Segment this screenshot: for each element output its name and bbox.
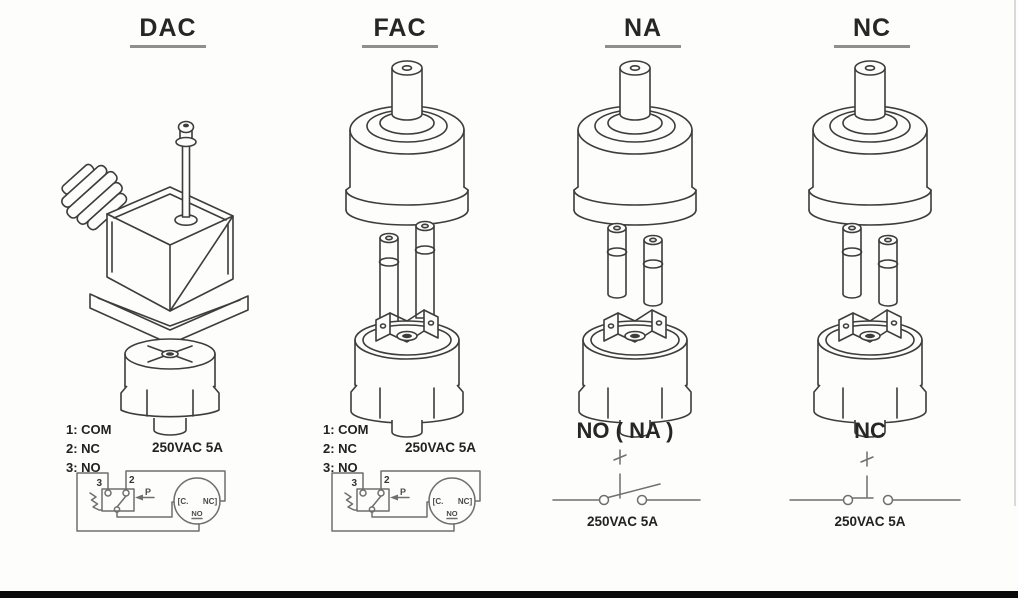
title-dac: DAC bbox=[130, 14, 206, 48]
na-contact-label: NO ( NA ) bbox=[576, 418, 674, 443]
na-sensor-cap-drawing bbox=[573, 60, 697, 226]
right-edge-border bbox=[1014, 0, 1016, 506]
fac-rating: 250VAC 5A bbox=[405, 440, 477, 455]
nc-contact-schematic bbox=[789, 451, 961, 506]
dac-rating: 250VAC 5A bbox=[152, 440, 224, 455]
fac-pressure-label: P bbox=[400, 487, 406, 497]
dac-terminal-3-label: 3 bbox=[96, 478, 102, 489]
fac-connector-nc-label: NC] bbox=[458, 497, 473, 506]
dac-pressure-label: P bbox=[145, 487, 151, 497]
nc-switch-body-drawing bbox=[813, 222, 927, 438]
fac-connector-no-label: NO bbox=[446, 509, 457, 518]
title-na: NA bbox=[605, 14, 681, 48]
nc-sensor-cap-drawing bbox=[808, 60, 932, 226]
fac-terminal-2-label: 2 bbox=[384, 475, 390, 486]
bottom-divider-bar bbox=[0, 591, 1018, 598]
na-switch-body-drawing bbox=[578, 222, 692, 438]
dac-device-drawing bbox=[61, 120, 249, 436]
nc-contact-label: NC bbox=[854, 418, 886, 443]
nc-rating: 250VAC 5A bbox=[834, 514, 906, 529]
fac-wiring-schematic: 3 2 P [C. NC] NO bbox=[331, 470, 481, 532]
na-rating: 250VAC 5A bbox=[586, 514, 659, 529]
title-nc: NC bbox=[834, 14, 910, 48]
dac-connector-c-label: [C. bbox=[178, 497, 189, 506]
dac-connector-nc-label: NC] bbox=[203, 497, 218, 506]
dac-wiring-schematic: 3 2 P [C. NC] NO bbox=[76, 470, 226, 532]
dac-connector-no-label: NO bbox=[191, 509, 202, 518]
na-contact-schematic bbox=[552, 449, 701, 506]
title-fac: FAC bbox=[362, 14, 438, 48]
dac-terminal-2-label: 2 bbox=[129, 475, 135, 486]
fac-sensor-cap-drawing bbox=[345, 60, 469, 226]
fac-terminal-3-label: 3 bbox=[351, 478, 357, 489]
fac-switch-body-drawing bbox=[350, 220, 464, 438]
fac-connector-c-label: [C. bbox=[433, 497, 444, 506]
